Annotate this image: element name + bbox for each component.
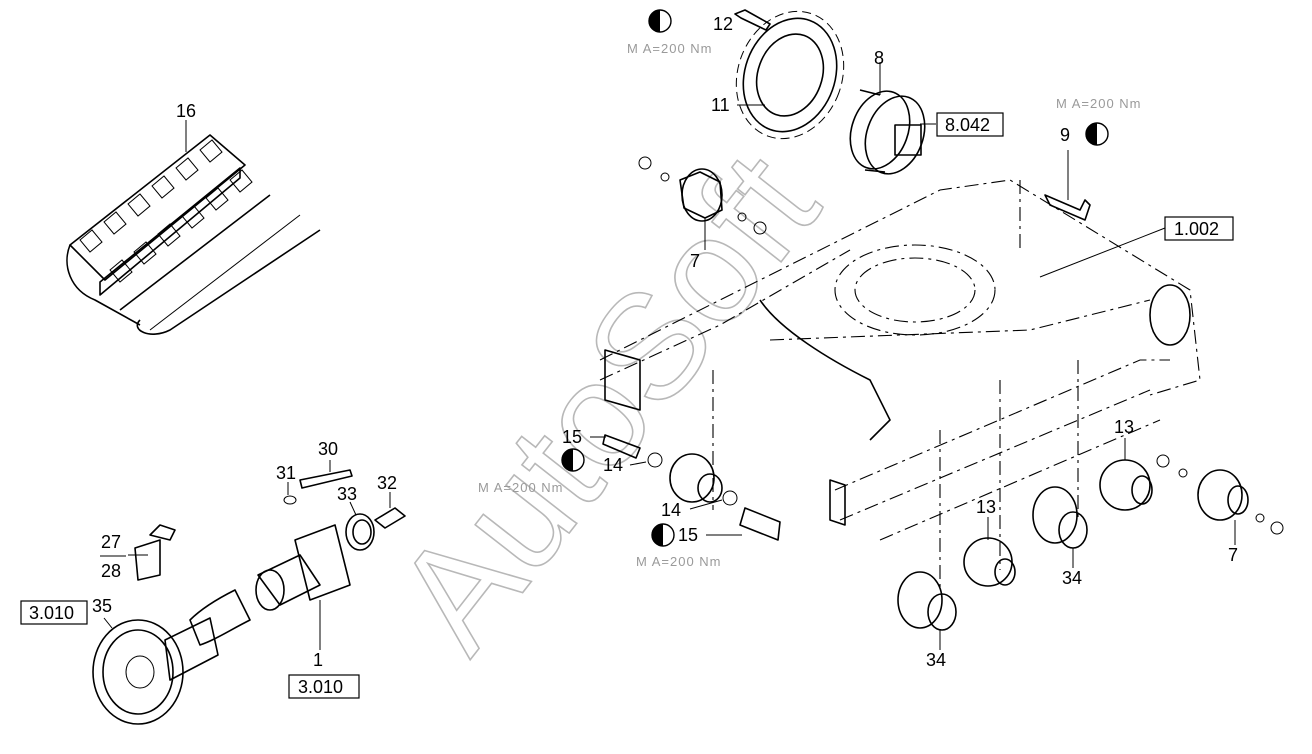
- label-14-lower: 14: [661, 500, 681, 520]
- track-roller-13-lower: [963, 537, 1016, 587]
- label-35: 35: [92, 596, 112, 616]
- label-16: 16: [176, 101, 196, 121]
- label-13-upper: 13: [1114, 417, 1134, 437]
- label-31: 31: [276, 463, 296, 483]
- torque-note-mid: M A=200 Nm: [478, 480, 564, 495]
- label-8: 8: [874, 48, 884, 68]
- label-34-right: 34: [1062, 568, 1082, 588]
- half-circle-torque-icon: [561, 448, 585, 472]
- label-12: 12: [713, 14, 733, 34]
- label-7-top: 7: [690, 251, 700, 271]
- idler-tensioner: [134, 469, 406, 646]
- label-27: 27: [101, 532, 121, 552]
- half-circle-torque-icon: [648, 9, 672, 33]
- label-33: 33: [337, 484, 357, 504]
- label-7-right: 7: [1228, 545, 1238, 565]
- upper-roller-top: [638, 156, 767, 235]
- part-labels: 16 12 8 11 9 7 7 13 13 34 34 15 15 14 14…: [92, 14, 1238, 670]
- reference-boxes[interactable]: 8.042 1.002 3.010 3.010: [20, 112, 1234, 699]
- ref-8-042[interactable]: 8.042: [945, 115, 990, 135]
- label-34-left: 34: [926, 650, 946, 670]
- track-roller-34-left: [897, 571, 957, 631]
- label-14-upper: 14: [603, 455, 623, 475]
- track-chain: [66, 134, 321, 335]
- label-30: 30: [318, 439, 338, 459]
- ref-3-010-bottom[interactable]: 3.010: [298, 677, 343, 697]
- label-9: 9: [1060, 125, 1070, 145]
- idler-wheel: [92, 617, 219, 725]
- half-circle-torque-icon: [1085, 122, 1109, 146]
- track-roller-13-upper: [1099, 459, 1153, 511]
- label-28: 28: [101, 561, 121, 581]
- watermark: AutoSoft: [362, 122, 850, 680]
- label-1: 1: [313, 650, 323, 670]
- ref-3-010-left[interactable]: 3.010: [29, 603, 74, 623]
- torque-note-top: M A=200 Nm: [627, 41, 713, 56]
- torque-icons: [561, 9, 1109, 547]
- undercarriage-frame: [599, 179, 1201, 590]
- label-13-lower: 13: [976, 497, 996, 517]
- torque-note-bottom: M A=200 Nm: [636, 554, 722, 569]
- ref-1-002[interactable]: 1.002: [1174, 219, 1219, 239]
- final-drive: [849, 89, 926, 175]
- label-32: 32: [377, 473, 397, 493]
- label-15-lower: 15: [678, 525, 698, 545]
- label-11: 11: [711, 95, 730, 115]
- track-roller-34-right: [1032, 486, 1088, 549]
- watermark-text: AutoSoft: [363, 123, 850, 680]
- torque-note-right: M A=200 Nm: [1056, 96, 1142, 111]
- upper-roller-right: [1156, 454, 1284, 535]
- label-15-upper: 15: [562, 427, 582, 447]
- torque-notes: M A=200 Nm M A=200 Nm M A=200 Nm M A=200…: [478, 41, 1142, 569]
- sprocket: [735, 10, 845, 140]
- carrier-roller-center: [602, 434, 781, 541]
- half-circle-torque-icon: [651, 523, 675, 547]
